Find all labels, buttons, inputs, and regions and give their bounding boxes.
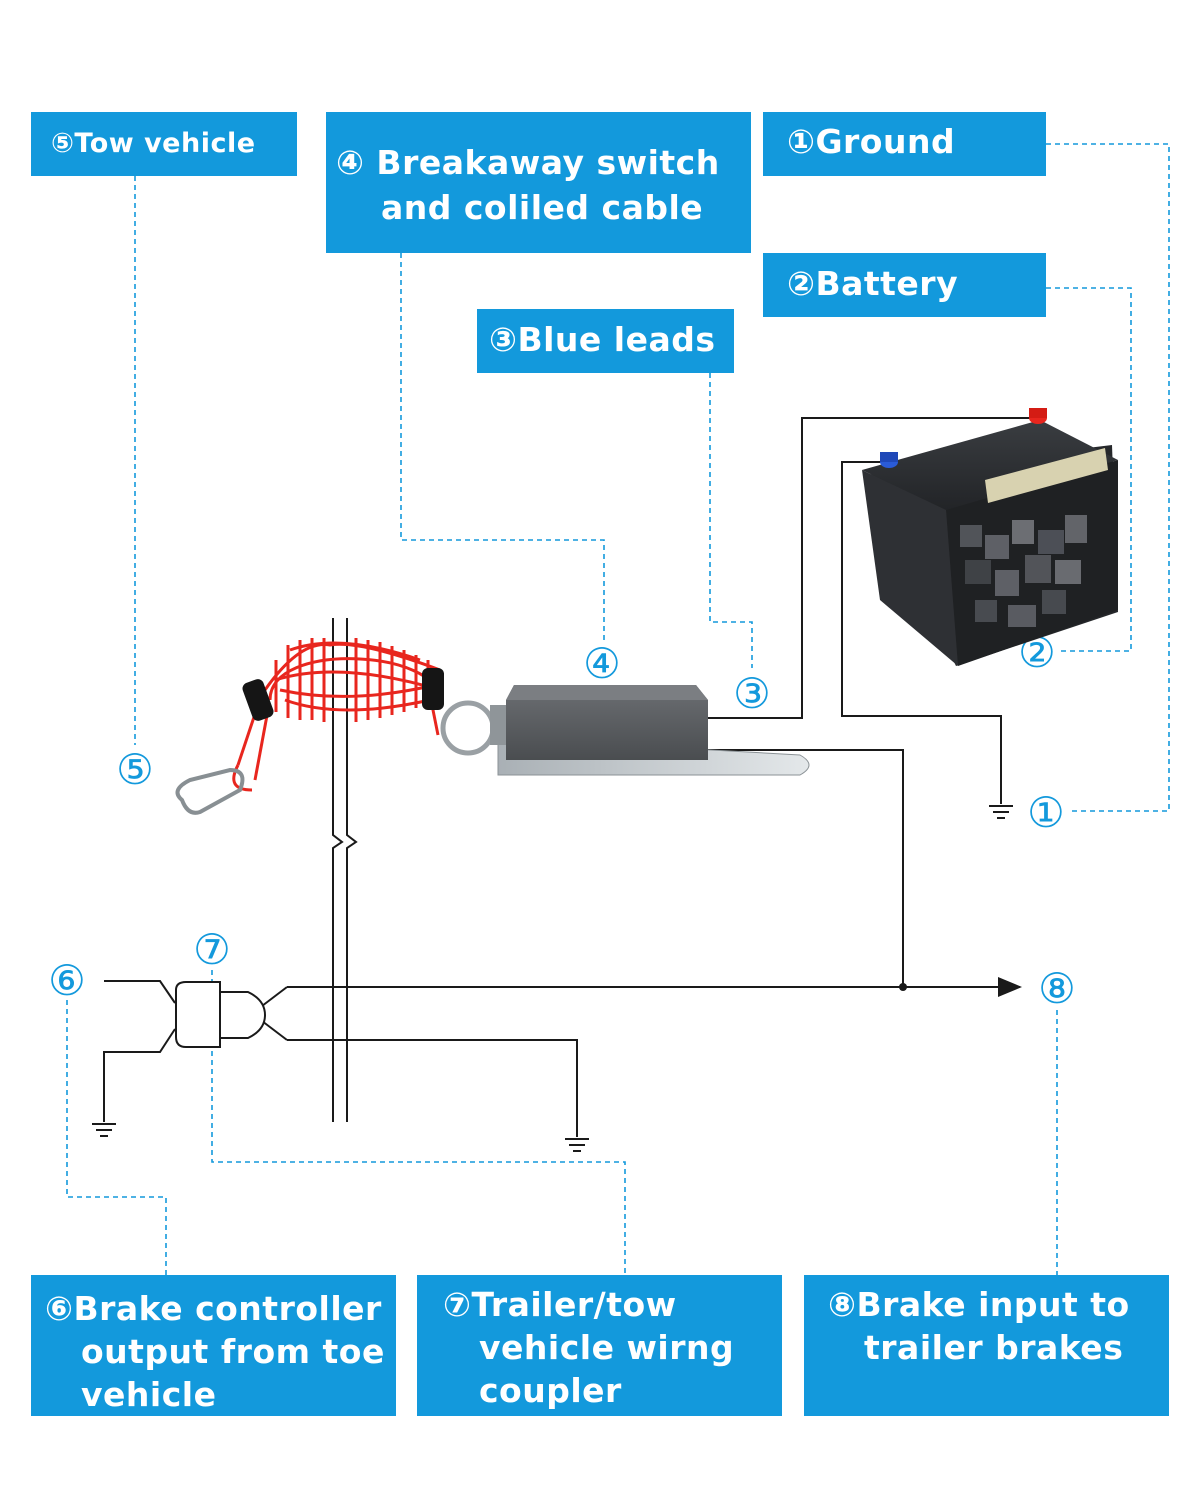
ground-symbol-trailer <box>565 1138 589 1152</box>
label-brake-input: ⑧Brake input to trailer brakes <box>804 1275 1169 1416</box>
label-breakaway-switch: ④ Breakaway switch and coliled cable <box>326 112 751 253</box>
label-tow-vehicle: ⑤Tow vehicle <box>31 112 297 176</box>
markers: ⑤ ④ ③ ② ① ⑥ ⑦ ⑧ <box>48 628 1076 1013</box>
wire-switch-to-battery-positive <box>708 417 1030 719</box>
label-battery: ②Battery <box>763 253 1046 317</box>
leader-blue-leads <box>709 373 753 668</box>
breakaway-switch <box>440 685 810 776</box>
marker-3: ③ <box>733 669 771 718</box>
wire-coupler-brake <box>261 986 288 1007</box>
marker-5: ⑤ <box>116 745 154 794</box>
wire-tow-ground <box>103 1028 176 1122</box>
wire-switch-to-brake-line <box>708 749 904 987</box>
marker-4: ④ <box>583 639 621 688</box>
battery <box>862 408 1118 666</box>
separator-line-left <box>332 618 344 1122</box>
wire-battery-negative-to-ground <box>841 461 1002 804</box>
marker-7: ⑦ <box>193 925 231 974</box>
marker-6: ⑥ <box>48 956 86 1005</box>
leader-lines <box>66 143 1170 1275</box>
leader-brake-controller <box>66 1000 167 1275</box>
junction-dot <box>899 983 907 991</box>
wire-coupler-ground <box>261 1020 288 1041</box>
separator-line-right <box>346 618 358 1122</box>
marker-1: ① <box>1027 788 1065 837</box>
leader-coupler <box>211 970 626 1275</box>
ground-symbol-battery <box>989 805 1013 819</box>
label-ground: ①Ground <box>763 112 1046 176</box>
wires <box>103 417 1030 1137</box>
leader-ground <box>1046 143 1170 812</box>
wire-brake-controller-in <box>104 980 176 1004</box>
coiled-cable <box>175 638 444 815</box>
label-brake-controller: ⑥Brake controller output from toe vehicl… <box>31 1275 396 1416</box>
label-wiring-coupler: ⑦Trailer/tow vehicle wirng coupler <box>417 1275 782 1416</box>
ground-symbol-tow <box>92 1123 116 1137</box>
coupler-plug <box>175 981 267 1048</box>
wire-trailer-ground <box>287 1039 578 1137</box>
leader-breakaway <box>400 253 605 640</box>
label-blue-leads: ③Blue leads <box>477 309 734 373</box>
marker-8: ⑧ <box>1038 964 1076 1013</box>
